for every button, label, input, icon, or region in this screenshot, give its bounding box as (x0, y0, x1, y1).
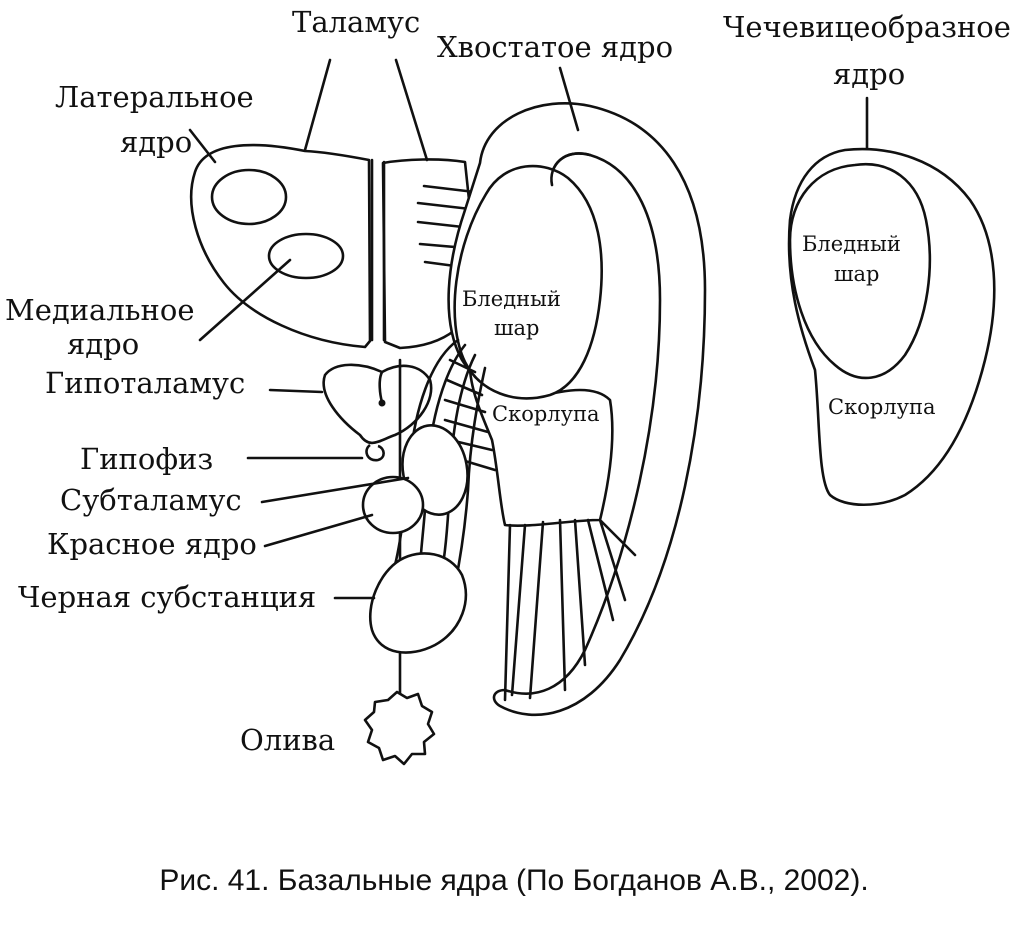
label-medial-line2: ядро (67, 327, 139, 361)
globus-pallidus-shape (453, 164, 603, 400)
label-substantia-nigra: Черная субстанция (18, 580, 316, 614)
label-olive: Олива (240, 723, 335, 757)
figure-caption: Рис. 41. Базальные ядра (По Богданов А.В… (159, 864, 869, 897)
label-putamen-right: Скорлупа (828, 395, 936, 419)
label-subthalamus: Субталамус (60, 483, 242, 517)
capsule-fibers (503, 518, 637, 702)
lentiform-pallidus-shape (788, 162, 932, 380)
peduncle-crossfibers (443, 358, 497, 472)
hypophysis-shape (365, 443, 385, 462)
hypothalamus-shape (322, 363, 433, 445)
olive-shape (363, 690, 436, 766)
label-lentiform-line1: Чечевицеобразное (723, 10, 1011, 44)
red-nucleus-shape (361, 475, 425, 535)
label-hypothalamus: Гипоталамус (45, 366, 245, 400)
label-lateral-line2: ядро (120, 125, 192, 159)
label-putamen: Скорлупа (492, 402, 600, 426)
medial-nucleus-shape (267, 232, 345, 280)
label-globus-right-line1: Бледный (802, 232, 901, 256)
label-globus-line1: Бледный (462, 287, 561, 311)
lateral-nucleus-shape (210, 168, 288, 226)
label-globus-line2: шар (494, 316, 540, 340)
label-lentiform-line2: ядро (833, 57, 905, 91)
midline (370, 158, 386, 342)
caudate-inner-border (550, 152, 592, 187)
label-lateral-line1: Латеральное (55, 80, 254, 114)
substantia-nigra-shape (369, 552, 467, 654)
basal-ganglia-diagram: Таламус Хвостатое ядро Чечевицеобразное … (5, 5, 1011, 766)
label-hypophysis: Гипофиз (80, 442, 213, 476)
hypothalamus-dot (378, 399, 386, 407)
leader-lines (188, 58, 869, 600)
label-medial-line1: Медиальное (5, 293, 195, 327)
label-thalamus: Таламус (292, 5, 420, 39)
label-caudate: Хвостатое ядро (437, 30, 673, 64)
label-red-nucleus: Красное ядро (47, 527, 257, 561)
label-globus-right-line2: шар (834, 262, 880, 286)
